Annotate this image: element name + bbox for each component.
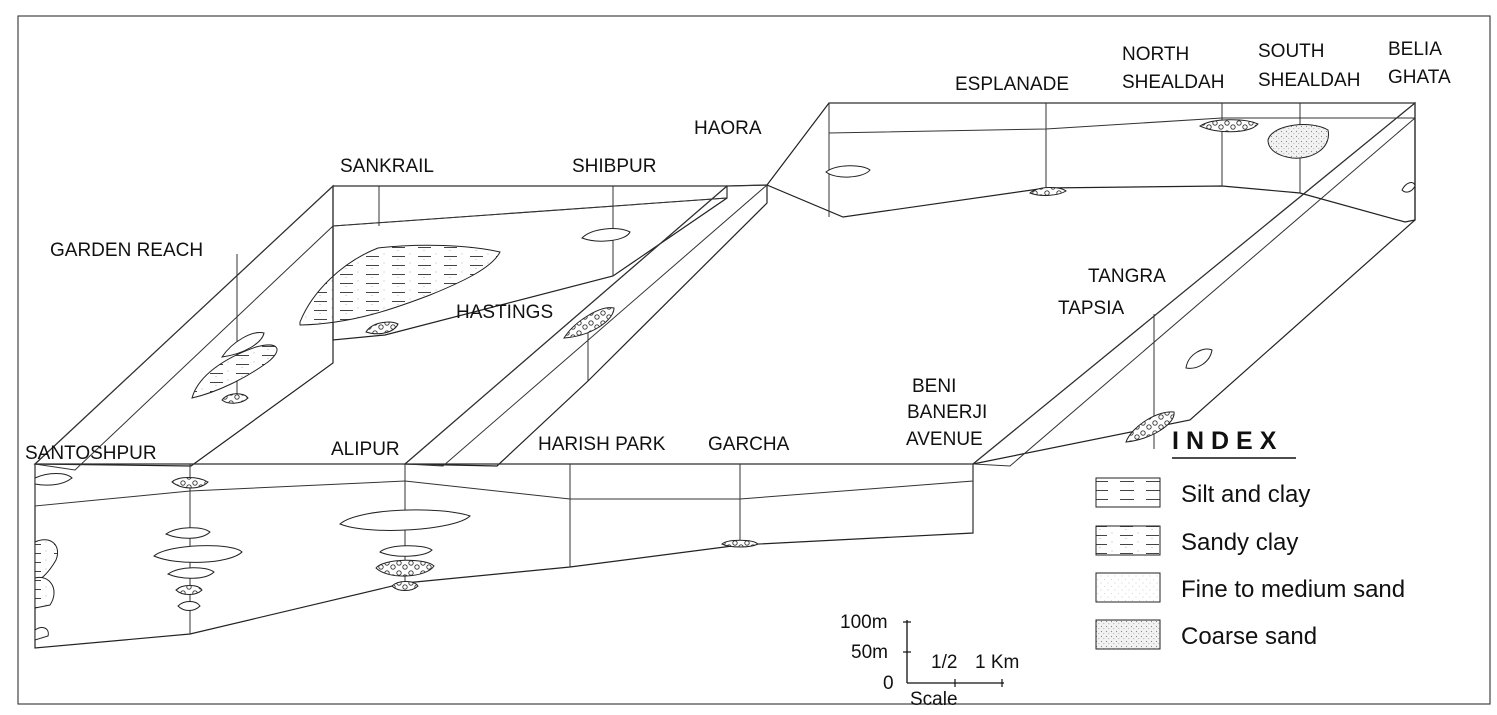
- coarse-lens-alipur-b: [375, 559, 435, 577]
- outer-frame: [17, 15, 1491, 705]
- sand-lens-190-a: [164, 527, 211, 539]
- scale-label-one-km: 1 Km: [975, 652, 1019, 673]
- sandy-clay-lens-santoshpur: [34, 539, 58, 583]
- legend-label-coarse-sand: Coarse sand: [1181, 623, 1317, 650]
- label-hastings: HASTINGS: [456, 302, 553, 323]
- label-sankrail: SANKRAIL: [340, 156, 434, 177]
- legend-swatch-sandy-clay: [1095, 525, 1161, 556]
- sand-lens-alipur: [339, 509, 471, 531]
- coarse-lens-alipur-a: [379, 545, 433, 557]
- sandy-clay-lens-garden-reach-2: [220, 332, 265, 358]
- coarse-lens-garden-reach: [221, 393, 249, 404]
- sandy-clay-lens-santoshpur-2: [34, 576, 55, 609]
- coarse-lens-190-d: [175, 585, 203, 595]
- shibpur-hastings-diagonal-panel: [403, 184, 769, 467]
- legend-label-fine-to-medium-sand: Fine to medium sand: [1181, 576, 1405, 603]
- coarse-lens-tangra: [1125, 411, 1175, 443]
- label-harish-park: HARISH PARK: [538, 434, 666, 455]
- label-alipur: ALIPUR: [331, 439, 400, 460]
- coarse-lens-hastings: [563, 307, 615, 339]
- front-section-panel: [34, 463, 974, 649]
- label-tapsia: TAPSIA: [1058, 298, 1124, 319]
- garden-reach-diagonal-panel: [33, 184, 334, 471]
- tangra-diagonal-panel: [971, 101, 1416, 467]
- sandy-clay-lens-garden-reach-1: [191, 344, 278, 399]
- scale-bar: 100m 50m 0 1/2 1 Km Scale: [840, 612, 1019, 710]
- legend-swatch-silt-and-clay: [1095, 477, 1161, 508]
- legend-swatch-fine-to-medium-sand: [1095, 572, 1161, 603]
- label-santoshpur: SANTOSHPUR: [25, 443, 157, 464]
- haora-esplanade-panel: [766, 102, 1416, 223]
- sandy-clay-lens-sankrail: [299, 244, 501, 326]
- coarse-lens-santoshpur-top: [171, 477, 209, 489]
- label-garcha: GARCHA: [708, 434, 790, 455]
- label-north-shealdah-line1: NORTH: [1122, 44, 1189, 65]
- scale-label-100m: 100m: [840, 612, 888, 633]
- sand-lens-santoshpur-top: [34, 473, 73, 486]
- coarse-sand-lens-south-shealdah: [1267, 124, 1329, 159]
- location-labels: SANTOSHPUR GARDEN REACH SANKRAIL SHIBPUR…: [25, 39, 1451, 464]
- sand-lens-tangra: [1185, 348, 1213, 369]
- legend-label-sandy-clay: Sandy clay: [1181, 529, 1298, 556]
- label-belia-ghata-line2: GHATA: [1388, 67, 1451, 88]
- sand-lens-santoshpur-3: [34, 627, 49, 641]
- label-belia-ghata-line1: BELIA: [1388, 39, 1442, 60]
- coarse-lens-garcha: [721, 539, 759, 548]
- label-beni-banerji-line1: BENI: [912, 376, 956, 397]
- sand-lens-190-b: [153, 545, 243, 563]
- coarse-lens-sankrail: [365, 321, 399, 335]
- scale-title: Scale: [910, 689, 958, 710]
- sand-lens-belia-ghata: [1401, 182, 1416, 193]
- label-north-shealdah-line2: SHEALDAH: [1122, 72, 1224, 93]
- legend-title: INDEX: [1172, 427, 1283, 455]
- scale-label-50m: 50m: [851, 642, 888, 663]
- label-garden-reach: GARDEN REACH: [50, 240, 203, 261]
- legend-swatch-coarse-sand: [1095, 619, 1161, 650]
- label-beni-banerji-line2: BANERJI: [907, 402, 987, 423]
- label-esplanade: ESPLANADE: [955, 74, 1069, 95]
- label-south-shealdah-line1: SOUTH: [1258, 41, 1325, 62]
- coarse-lens-esplanade: [1029, 187, 1067, 196]
- coarse-lens-north-shealdah: [1199, 119, 1259, 133]
- scale-label-0: 0: [883, 673, 894, 694]
- legend-label-silt-and-clay: Silt and clay: [1181, 481, 1310, 508]
- legend: INDEX Silt and clay Sandy clay Fine to m…: [1095, 427, 1405, 650]
- sand-lens-haora: [825, 165, 871, 178]
- label-beni-banerji-line3: AVENUE: [906, 429, 983, 450]
- label-tangra: TANGRA: [1088, 266, 1166, 287]
- label-south-shealdah-line2: SHEALDAH: [1258, 70, 1360, 91]
- coarse-lens-alipur-c: [391, 581, 419, 591]
- scale-label-half-km: 1/2: [931, 652, 957, 673]
- label-shibpur: SHIBPUR: [572, 156, 656, 177]
- sand-lens-190-c: [166, 567, 215, 579]
- label-haora: HAORA: [694, 118, 762, 139]
- sand-lens-190-e: [177, 601, 201, 611]
- sand-lens-shibpur: [581, 228, 631, 242]
